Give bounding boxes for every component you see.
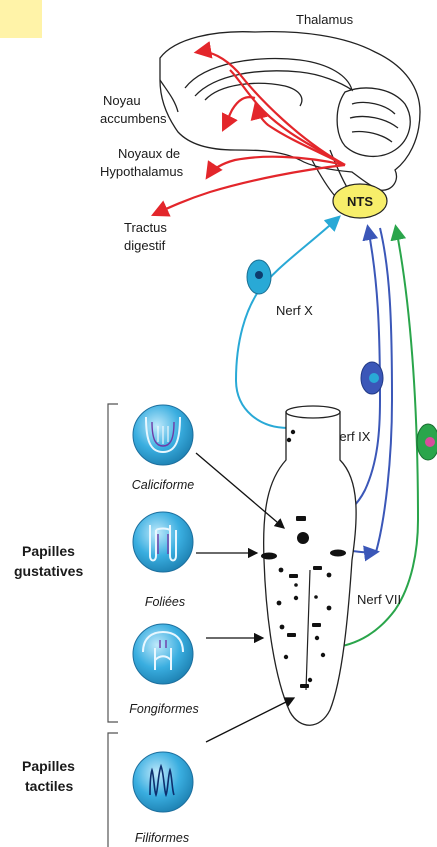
nerve-vii-ganglion-cell [417, 424, 437, 460]
caliciforme-label: Caliciforme [132, 478, 195, 492]
nts-label: NTS [347, 194, 373, 209]
noyau-accumbens-label-1: Noyau [103, 93, 141, 108]
tactile-bracket [108, 733, 118, 847]
papilles-gustatives-label-2: gustatives [14, 563, 83, 579]
foliees-label: Foliées [145, 595, 185, 609]
nerve-x-pathway [236, 218, 338, 428]
nerf-x-label: Nerf X [276, 303, 313, 318]
nerf-vii-label: Nerf VII [357, 592, 401, 607]
filiformes-papilla-icon [133, 752, 193, 812]
brain-outline [160, 32, 420, 196]
papilles-tactiles-label-2: tactiles [25, 778, 73, 794]
nts-nucleus: NTS [333, 184, 387, 218]
noyau-accumbens-label-2: accumbens [100, 111, 167, 126]
tractus-label-1: Tractus [124, 220, 167, 235]
nerve-ix-ganglion-cell [361, 362, 383, 394]
fongiformes-papilla-icon [133, 624, 193, 684]
caliciforme-papilla-icon [133, 405, 193, 465]
hypothalamus-label-1: Noyaux de [118, 146, 180, 161]
thalamus-label: Thalamus [296, 12, 354, 27]
tractus-label-2: digestif [124, 238, 166, 253]
hypothalamus-label-2: Hypothalamus [100, 164, 184, 179]
red-projection-pathways [155, 52, 345, 214]
foliees-papilla-icon [133, 512, 193, 572]
fongiformes-label: Fongiformes [129, 702, 198, 716]
papilles-gustatives-label-1: Papilles [22, 543, 75, 559]
filiformes-label: Filiformes [135, 831, 189, 845]
tongue-outline [264, 406, 356, 725]
papilles-tactiles-label-1: Papilles [22, 758, 75, 774]
nerve-x-ganglion-cell [247, 260, 271, 294]
corner-highlight [0, 0, 42, 38]
gustative-bracket [108, 404, 118, 722]
